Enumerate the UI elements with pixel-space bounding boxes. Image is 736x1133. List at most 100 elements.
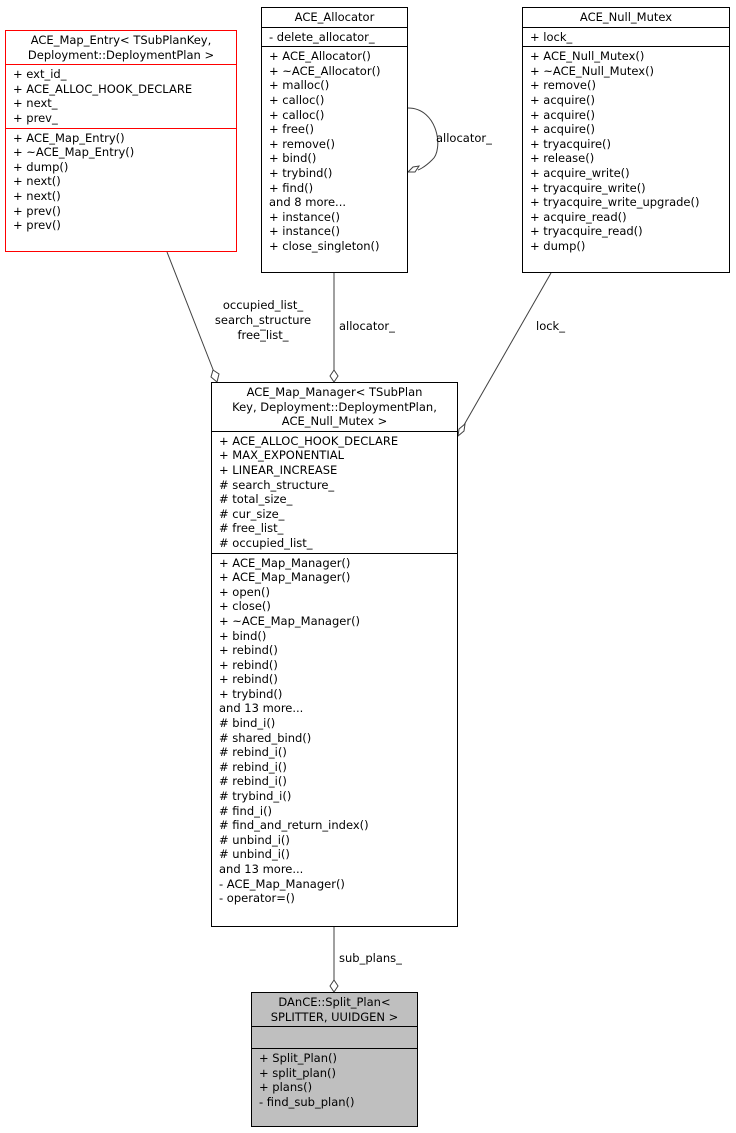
class-method[interactable]: + next() [13, 188, 61, 203]
class-method[interactable]: + plans() [259, 1080, 313, 1095]
class-method[interactable]: + free() [269, 122, 314, 137]
class-attribute[interactable]: + LINEAR_INCREASE [219, 462, 338, 477]
class-method[interactable]: + tryacquire() [530, 136, 612, 151]
class-method[interactable]: + acquire() [530, 122, 595, 137]
class-method[interactable]: + Split_Plan() [259, 1051, 337, 1066]
class-attribute[interactable]: + next_ [13, 96, 58, 111]
class-method[interactable]: + dump() [13, 159, 69, 174]
class-method[interactable]: + ~ACE_Null_Mutex() [530, 63, 655, 78]
class-dance-split-plan[interactable]: DAnCE::Split_Plan<SPLITTER, UUIDGEN > + … [251, 992, 418, 1127]
class-method[interactable]: + rebind() [219, 672, 278, 687]
class-method[interactable]: + ~ACE_Allocator() [269, 63, 381, 78]
class-method[interactable]: + ACE_Null_Mutex() [530, 49, 645, 64]
class-attribute[interactable]: - delete_allocator_ [269, 29, 375, 44]
class-method[interactable]: + calloc() [269, 107, 325, 122]
class-method[interactable]: and 13 more... [219, 701, 304, 716]
class-attribute[interactable]: + MAX_EXPONENTIAL [219, 448, 345, 463]
class-attribute[interactable]: # free_list_ [219, 521, 284, 536]
aggregation-diamond-mutex [457, 422, 466, 438]
class-method[interactable]: - operator=() [219, 891, 295, 906]
class-attribute[interactable]: # occupied_list_ [219, 535, 313, 550]
class-method[interactable]: # find_i() [219, 803, 273, 818]
class-method[interactable]: + acquire() [530, 107, 595, 122]
class-method[interactable]: # rebind_i() [219, 759, 287, 774]
class-methods: + ACE_Allocator()+ ~ACE_Allocator()+ mal… [262, 46, 407, 255]
class-method[interactable]: # unbind_i() [219, 832, 290, 847]
class-method[interactable]: + open() [219, 584, 270, 599]
class-attribute[interactable]: + ACE_ALLOC_HOOK_DECLARE [219, 433, 399, 448]
class-method[interactable]: + tryacquire_read() [530, 224, 643, 239]
class-title: ACE_Allocator [262, 8, 407, 27]
class-method[interactable]: + next() [13, 174, 61, 189]
class-method[interactable]: and 8 more... [269, 195, 347, 210]
class-title-line: Key, Deployment::DeploymentPlan, [232, 399, 437, 414]
class-method[interactable]: - find_sub_plan() [259, 1094, 355, 1109]
class-method[interactable]: + acquire_write() [530, 165, 630, 180]
class-ace-allocator[interactable]: ACE_Allocator - delete_allocator_ + ACE_… [261, 7, 408, 273]
class-method[interactable]: + split_plan() [259, 1065, 337, 1080]
class-method[interactable]: + ACE_Allocator() [269, 49, 371, 64]
class-title-line: ACE_Null_Mutex [579, 10, 673, 24]
class-attribute[interactable]: # total_size_ [219, 492, 293, 507]
class-method[interactable]: + release() [530, 151, 595, 166]
class-method[interactable]: + prev() [13, 203, 61, 218]
class-method[interactable]: # shared_bind() [219, 730, 312, 745]
aggregation-diamond-split [329, 979, 339, 993]
class-attribute[interactable]: + ACE_ALLOC_HOOK_DECLARE [13, 81, 193, 96]
class-title-line: Deployment::DeploymentPlan > [27, 47, 215, 62]
class-method[interactable]: + bind() [219, 628, 267, 643]
class-method[interactable]: and 13 more... [219, 862, 304, 876]
class-ace-map-entry[interactable]: ACE_Map_Entry< TSubPlanKey,Deployment::D… [5, 30, 237, 252]
class-method[interactable]: + trybind() [269, 165, 333, 180]
class-method[interactable]: + bind() [269, 151, 317, 166]
class-title: ACE_Map_Entry< TSubPlanKey,Deployment::D… [6, 31, 236, 64]
class-method[interactable]: + ACE_Map_Manager() [219, 555, 351, 570]
class-method[interactable]: # find_and_return_index() [219, 818, 369, 833]
class-method[interactable]: + ~ACE_Map_Manager() [219, 613, 361, 628]
class-method[interactable]: + ~ACE_Map_Entry() [13, 145, 135, 160]
class-attributes [252, 1026, 417, 1048]
class-title: DAnCE::Split_Plan<SPLITTER, UUIDGEN > [252, 993, 417, 1026]
class-method[interactable]: + instance() [269, 209, 340, 224]
class-title: ACE_Null_Mutex [523, 8, 729, 27]
class-method[interactable]: + remove() [530, 78, 596, 93]
edge-label-line: search_structure [214, 312, 312, 327]
class-attribute[interactable]: # cur_size_ [219, 506, 285, 521]
class-title-line: DAnCE::Split_Plan< [278, 995, 391, 1009]
class-method[interactable]: + close_singleton() [269, 238, 380, 253]
class-method[interactable]: # unbind_i() [219, 847, 290, 862]
class-method[interactable]: # trybind_i() [219, 789, 292, 804]
class-attributes: + ACE_ALLOC_HOOK_DECLARE+ MAX_EXPONENTIA… [212, 430, 457, 553]
class-method[interactable]: + prev() [13, 218, 61, 233]
class-method[interactable]: + rebind() [219, 643, 278, 658]
edge-label-manager-to-split: sub_plans_ [339, 951, 402, 965]
class-method[interactable]: + find() [269, 180, 314, 195]
class-method[interactable]: + instance() [269, 224, 340, 239]
class-method[interactable]: + remove() [269, 136, 335, 151]
edge-entry-to-manager [166, 251, 215, 373]
class-method[interactable]: # rebind_i() [219, 745, 287, 760]
class-attribute[interactable]: + prev_ [13, 110, 58, 125]
class-ace-null-mutex[interactable]: ACE_Null_Mutex + lock_ + ACE_Null_Mutex(… [522, 7, 730, 273]
class-attribute[interactable]: + ext_id_ [13, 67, 67, 82]
class-method[interactable]: + acquire_read() [530, 209, 627, 224]
class-method[interactable]: - ACE_Map_Manager() [219, 876, 345, 891]
class-method[interactable]: + dump() [530, 238, 586, 253]
class-method[interactable]: + rebind() [219, 657, 278, 672]
class-method[interactable]: + acquire() [530, 92, 595, 107]
class-method[interactable]: + malloc() [269, 78, 330, 93]
class-method[interactable]: + ACE_Map_Manager() [219, 570, 351, 585]
edge-label-allocator-to-manager: allocator_ [339, 319, 395, 333]
class-method[interactable]: + ACE_Map_Entry() [13, 130, 125, 145]
class-method[interactable]: + calloc() [269, 92, 325, 107]
class-method[interactable]: + close() [219, 599, 271, 614]
class-methods: + ACE_Map_Entry()+ ~ACE_Map_Entry()+ dum… [6, 127, 236, 235]
class-method[interactable]: # rebind_i() [219, 774, 287, 789]
class-attribute[interactable]: + lock_ [530, 29, 573, 44]
class-method[interactable]: + tryacquire_write() [530, 180, 646, 195]
class-method[interactable]: # bind_i() [219, 716, 276, 731]
class-method[interactable]: + trybind() [219, 686, 283, 701]
class-method[interactable]: + tryacquire_write_upgrade() [530, 195, 700, 210]
class-attribute[interactable]: # search_structure_ [219, 477, 335, 492]
